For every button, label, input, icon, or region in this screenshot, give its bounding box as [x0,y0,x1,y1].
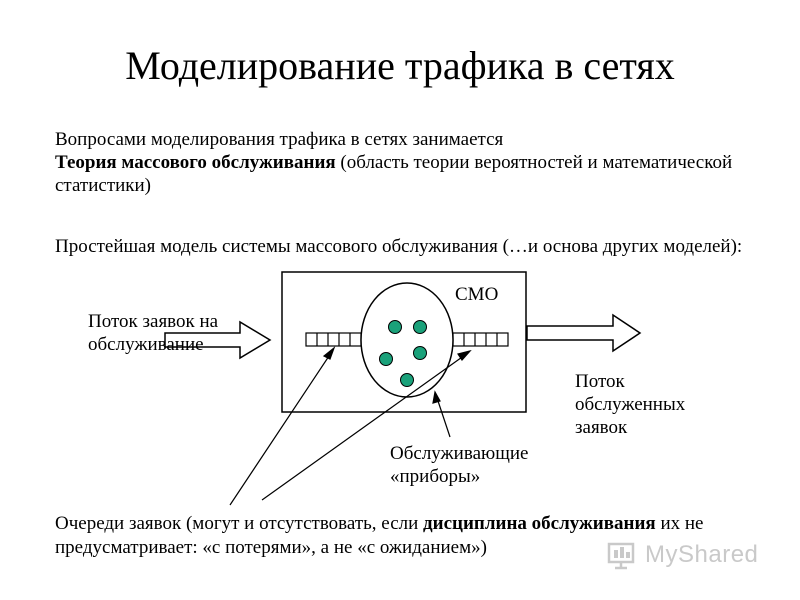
server-dot [413,346,427,360]
server-dot [413,320,427,334]
intro-paragraph: Вопросами моделирования трафика в сетях … [55,128,755,197]
queues-note: Очереди заявок (могут и отсутствовать, е… [55,512,795,560]
slide-title: Моделирование трафика в сетях [125,43,675,88]
server-dot [379,352,393,366]
queues-note-post: их не предусматривает: «с потерями», а н… [55,513,704,558]
pointer-lines [229,346,472,506]
intro-line1: Вопросами моделирования трафика в сетях … [55,129,504,150]
left-queue [305,332,362,347]
server-dots [379,320,427,387]
myshared-logo-icon [607,542,635,570]
queues-note-pre: Очереди заявок (могут и отсутствовать, е… [55,513,424,534]
input-arrow [164,320,272,360]
watermark: MyShared [607,537,758,573]
intro-bold-term: Теория массового обслуживания [55,152,336,173]
server-dot [388,320,402,334]
smo-label: СМО [455,284,499,305]
output-flow-label: Поток обслуженных заявок [575,371,686,438]
right-queue [452,332,509,347]
input-flow-label: Поток заявок на обслуживание [88,311,219,355]
queues-note-bold: дисциплина обслуживания [423,513,656,534]
intro-rest: (область теории вероятностей и математич… [55,152,733,196]
server-dot [400,373,414,387]
servers-label: Обслуживающие «приборы» [390,443,529,487]
watermark-text: MyShared [645,541,759,568]
output-arrow [526,313,642,353]
model-paragraph: Простейшая модель системы массового обсл… [55,236,743,257]
